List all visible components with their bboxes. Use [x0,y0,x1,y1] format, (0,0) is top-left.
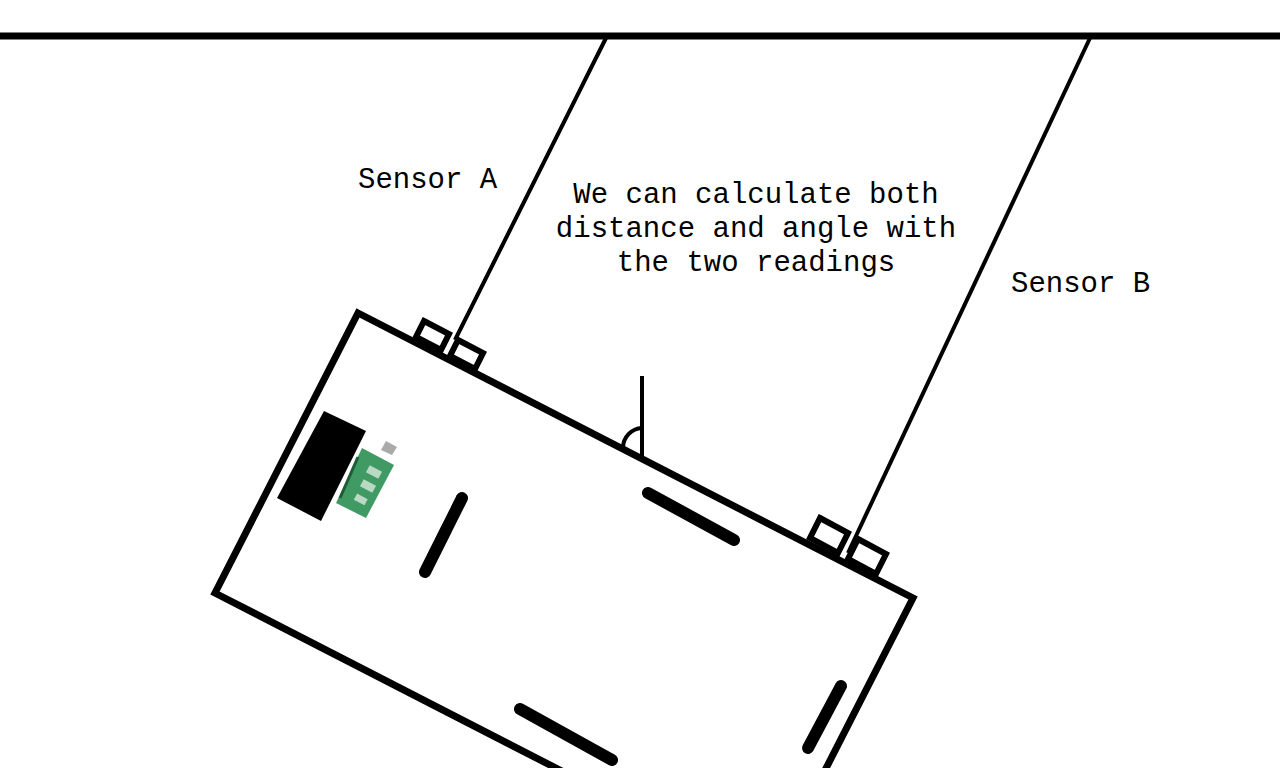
robot-body [215,313,913,768]
note-text: We can calculate both distance and angle… [541,179,971,281]
sensor-label: Sensor B [1011,268,1150,302]
sensor-a [416,321,483,369]
circuit-board [336,441,397,518]
wheels [425,493,841,760]
sensor-b [810,518,886,574]
sensor-label: Sensor A [358,164,497,198]
angle-arc [623,428,642,448]
normal-line [640,376,644,458]
